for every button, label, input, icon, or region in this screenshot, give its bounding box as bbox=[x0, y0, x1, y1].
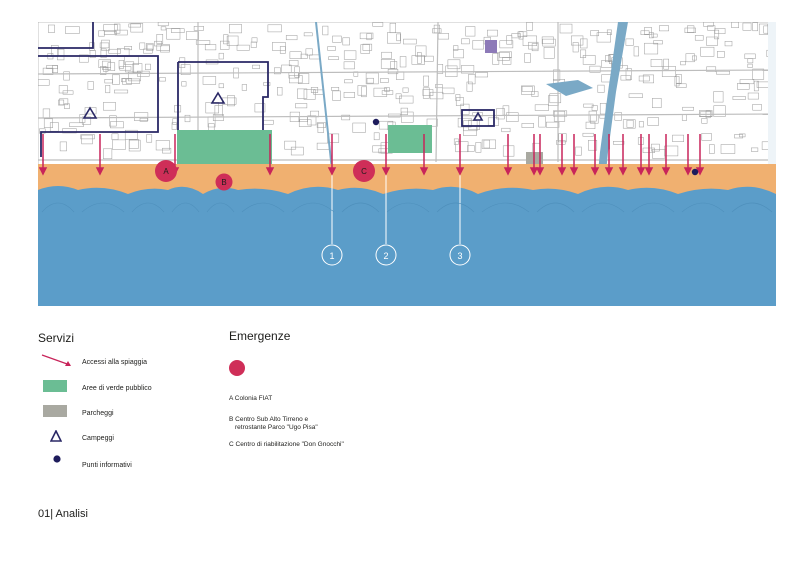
access-arrow-head bbox=[381, 167, 391, 176]
access-arrow-head bbox=[683, 167, 693, 176]
access-arrow-head bbox=[38, 167, 48, 176]
info-point bbox=[372, 118, 380, 126]
access-arrow-head bbox=[644, 167, 654, 176]
section-number: 3 bbox=[457, 251, 462, 261]
access-arrow-head bbox=[327, 167, 337, 176]
beach-access-arrows bbox=[38, 134, 705, 176]
emergency-dot bbox=[155, 160, 177, 182]
access-arrow-head bbox=[529, 167, 539, 176]
emergency-letter: B bbox=[221, 178, 226, 187]
access-arrow-head bbox=[419, 167, 429, 176]
parking-swatch bbox=[43, 405, 67, 417]
emergencies-title: Emergenze bbox=[229, 329, 291, 343]
access-arrow-head bbox=[265, 167, 275, 176]
info-point bbox=[691, 168, 699, 176]
emergency-marker-b: B bbox=[215, 173, 233, 191]
services-title: Servizi bbox=[38, 331, 75, 345]
section-number: 1 bbox=[329, 251, 334, 261]
roads bbox=[38, 22, 776, 163]
section-circle bbox=[449, 244, 471, 266]
legend-label-camping: Campeggi bbox=[82, 435, 114, 442]
access-arrow-head bbox=[604, 167, 614, 176]
emergency-letter: C bbox=[361, 167, 367, 176]
section-circle bbox=[321, 244, 343, 266]
purple-building bbox=[485, 40, 497, 53]
section-lines bbox=[331, 172, 461, 244]
section-markers: 1 2 3 bbox=[321, 244, 471, 266]
emergency-marker-c: C bbox=[353, 160, 375, 182]
section-marker-2: 2 bbox=[375, 244, 397, 266]
emergency-dot-icon bbox=[229, 360, 245, 376]
green-areas bbox=[177, 125, 432, 170]
wave-lines bbox=[41, 202, 773, 213]
emergency-marker-a: A bbox=[155, 160, 177, 182]
info-point-dot bbox=[53, 455, 61, 463]
legend-label-parking: Parcheggi bbox=[82, 410, 114, 417]
section-circle bbox=[375, 244, 397, 266]
emergency-item-c: C Centro di riabilitazione "Don Gnocchi" bbox=[229, 441, 344, 448]
urban-blocks bbox=[38, 22, 776, 160]
section-marker-1: 1 bbox=[321, 244, 343, 266]
section-number: 2 bbox=[383, 251, 388, 261]
emergency-item-b-cont: retrostante Parco "Ugo Pisa" bbox=[235, 424, 318, 431]
access-arrow-head bbox=[636, 167, 646, 176]
emergency-item-a: A Colonia FIAT bbox=[229, 395, 273, 402]
arrow-icon bbox=[41, 354, 71, 366]
access-arrow-head bbox=[618, 167, 628, 176]
emergency-item-b: B Centro Sub Alto Tirreno e bbox=[229, 416, 309, 423]
access-arrow-head bbox=[455, 167, 465, 176]
campsite-icons bbox=[82, 91, 484, 121]
access-arrow-head bbox=[569, 167, 579, 176]
camping-triangle-icon bbox=[210, 91, 226, 104]
green-area-swatch bbox=[43, 380, 67, 392]
access-arrow-head bbox=[590, 167, 600, 176]
legend-label-green: Aree di verde pubblico bbox=[82, 385, 152, 392]
coastal-map: 1 2 3 A B C bbox=[38, 22, 776, 306]
access-arrow-head bbox=[661, 167, 671, 176]
emergency-markers: A B C bbox=[155, 160, 375, 191]
access-arrow-head bbox=[95, 167, 105, 176]
emergency-letter: A bbox=[163, 167, 169, 176]
legend-label-info: Punti informativi bbox=[82, 462, 132, 469]
page-label: 01| Analisi bbox=[38, 508, 88, 520]
camping-triangle-icon bbox=[82, 106, 98, 119]
access-arrow-head bbox=[535, 167, 545, 176]
legend-label-access: Accessi alla spiaggia bbox=[82, 359, 147, 366]
access-arrow-head bbox=[557, 167, 567, 176]
access-arrow-head bbox=[695, 167, 705, 176]
sea bbox=[38, 186, 776, 306]
section-marker-3: 3 bbox=[449, 244, 471, 266]
emergency-dot bbox=[215, 173, 233, 191]
info-points bbox=[372, 118, 699, 176]
access-arrow-head bbox=[503, 167, 513, 176]
camping-triangle-icon bbox=[472, 111, 484, 121]
emergency-dot bbox=[353, 160, 375, 182]
camping-triangle-icon bbox=[50, 430, 62, 442]
